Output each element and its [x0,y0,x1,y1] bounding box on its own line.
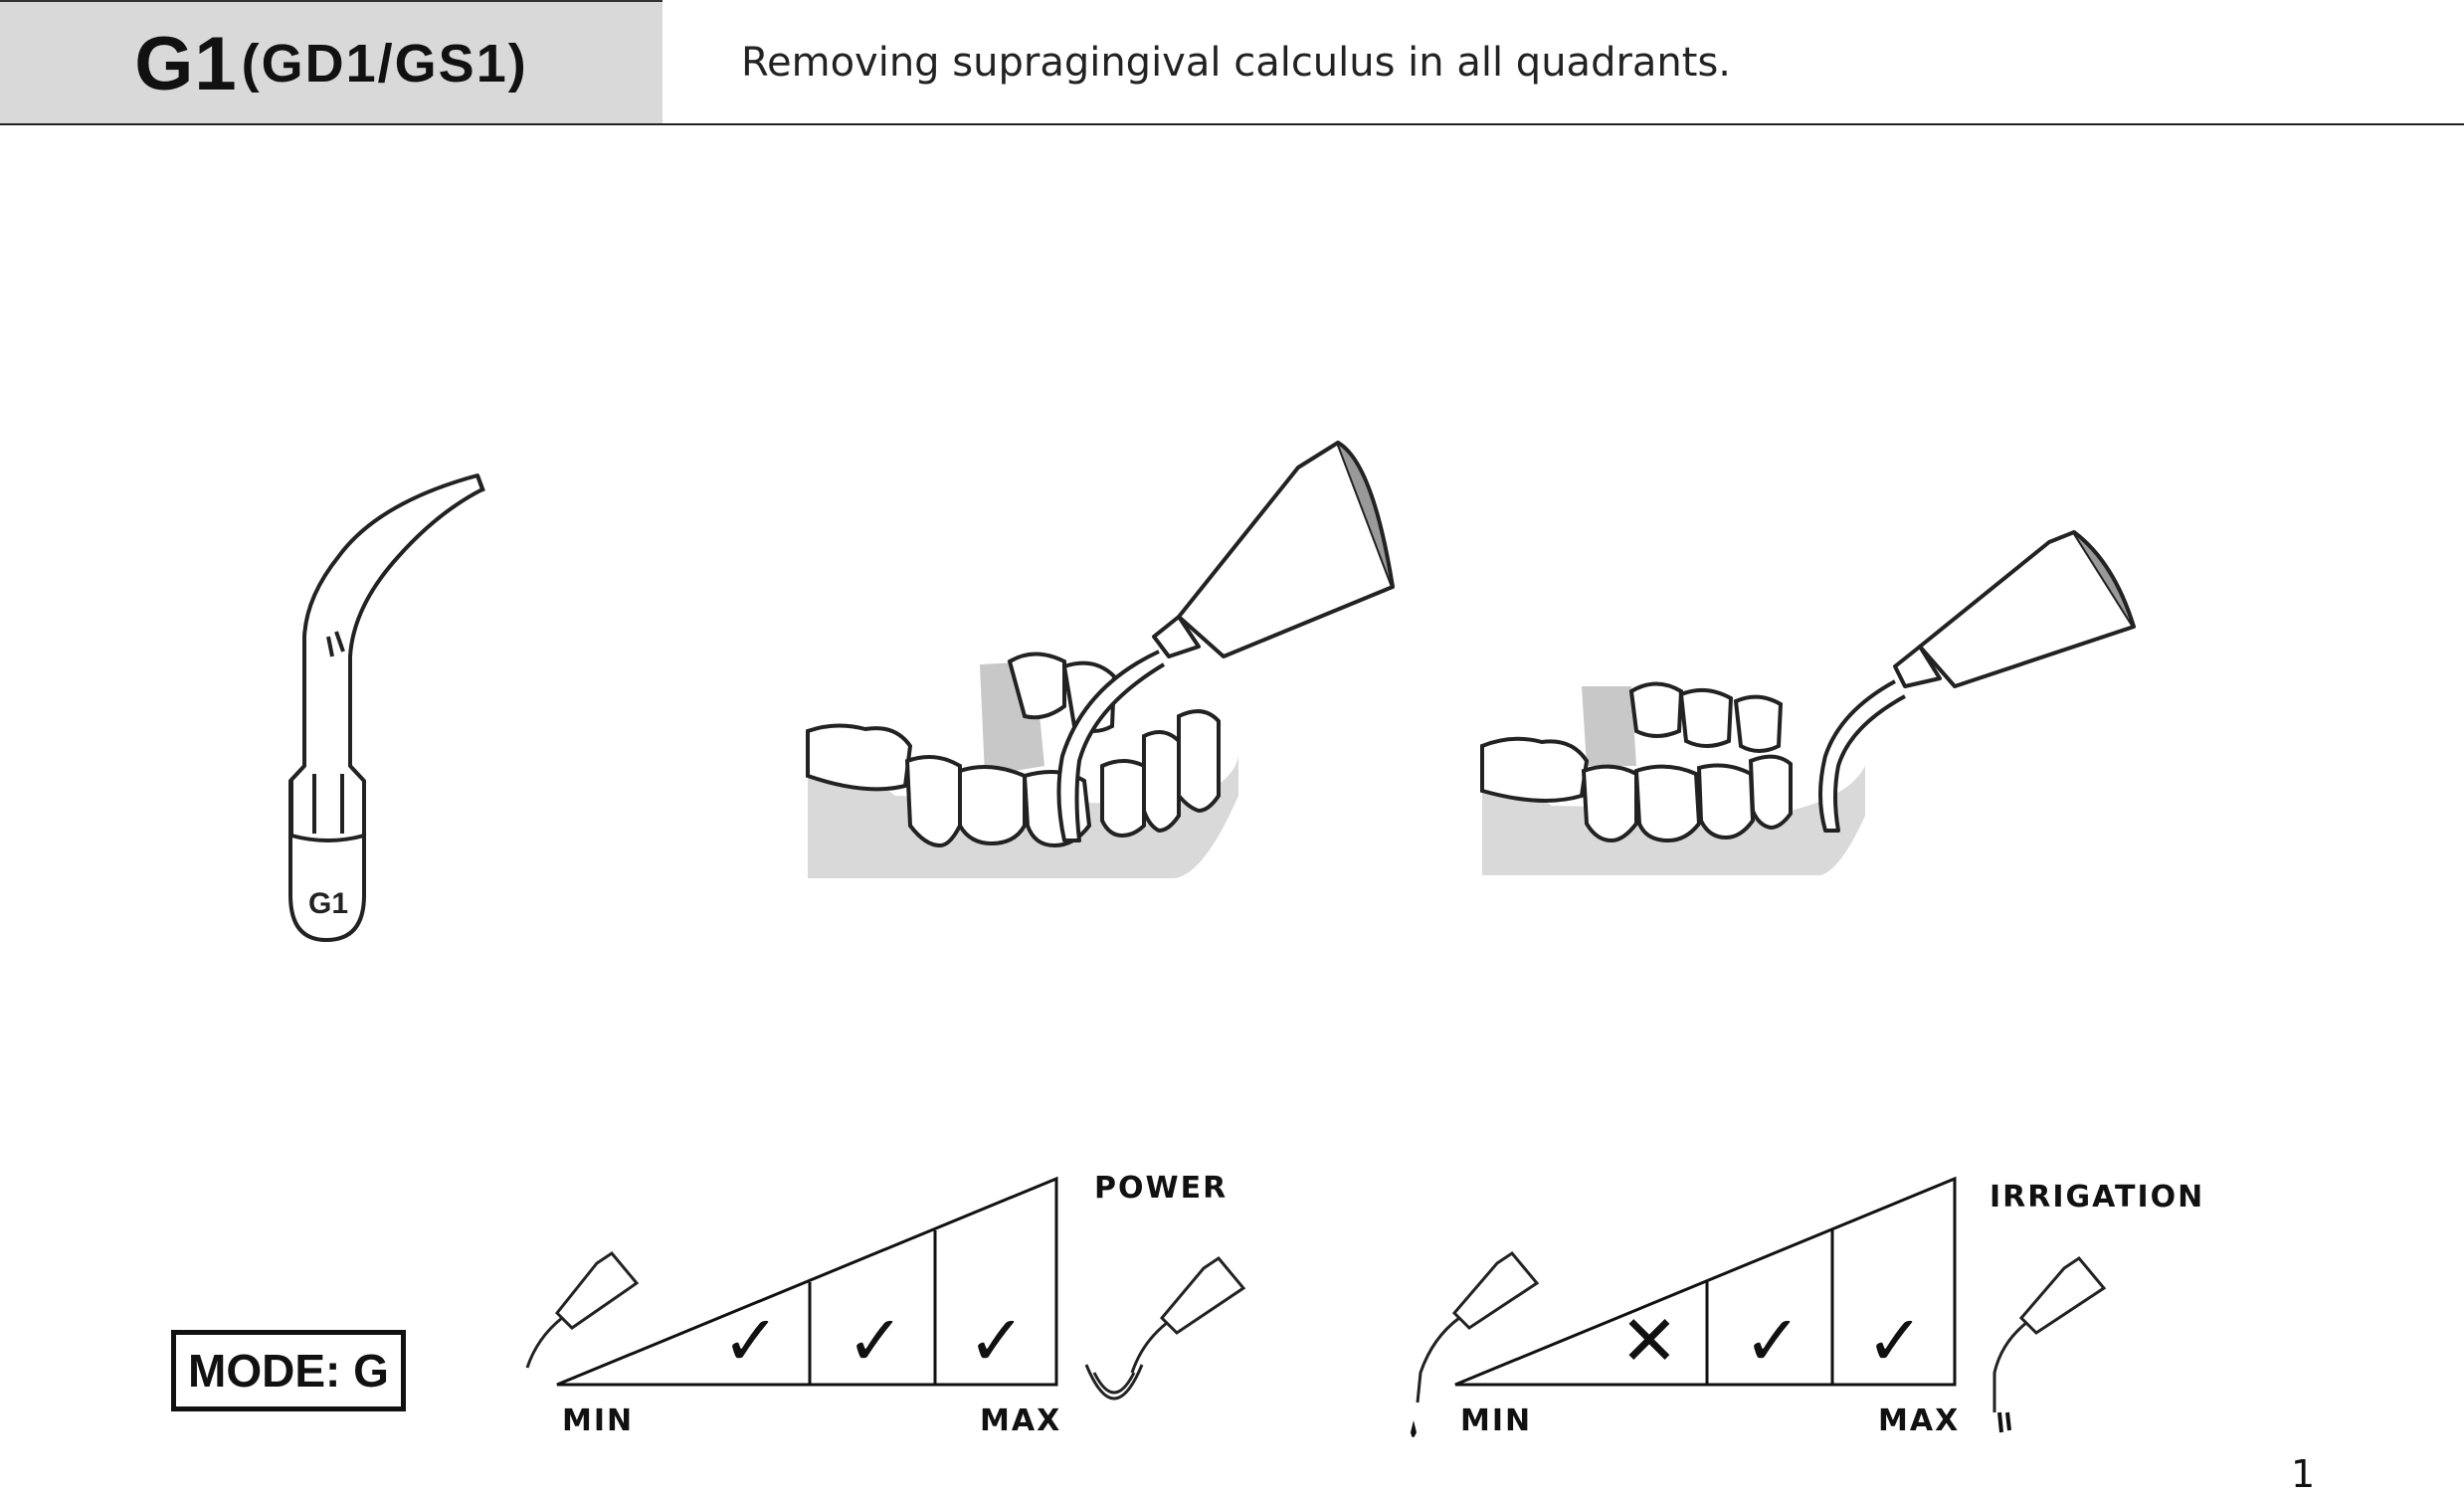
power-scale: ✓ ✓ ✓ MIN MAX POWER [525,1171,1246,1438]
irrigation-min-label: MIN [1460,1403,1532,1438]
page-number: 1 [2291,1452,2316,1496]
tip-label: G1 [308,887,348,920]
model-code: G1 [134,21,238,106]
power-min-label: MIN [562,1403,634,1438]
model-variants: (GD1/GS1) [241,34,528,94]
teeth-scene-left [806,441,1395,878]
power-level-3-mark: ✓ [968,1300,1027,1382]
irrigation-scale: ✕ ✓ ✓ MIN MAX IRRIGATION [1411,1176,2204,1438]
irrigation-level-3-mark: ✓ [1866,1300,1925,1382]
description-text: Removing supragingival calculus in all q… [741,40,1731,86]
header-model-box: G1 (GD1/GS1) [0,0,663,125]
power-max-label: MAX [980,1403,1061,1438]
irrigation-max-label: MAX [1878,1403,1960,1438]
power-title: POWER [1094,1171,1228,1206]
scaler-tip-illustration: G1 [288,473,485,942]
irrigation-title: IRRIGATION [1990,1180,2204,1215]
teeth-scene-right [1480,530,2136,875]
irrigation-level-2-mark: ✓ [1744,1300,1802,1382]
power-level-2-mark: ✓ [847,1300,905,1382]
header-divider [0,123,2464,125]
power-level-1-mark: ✓ [722,1300,781,1382]
irrigation-level-1-mark: ✕ [1620,1300,1679,1382]
mode-indicator: MODE: G [171,1330,406,1411]
